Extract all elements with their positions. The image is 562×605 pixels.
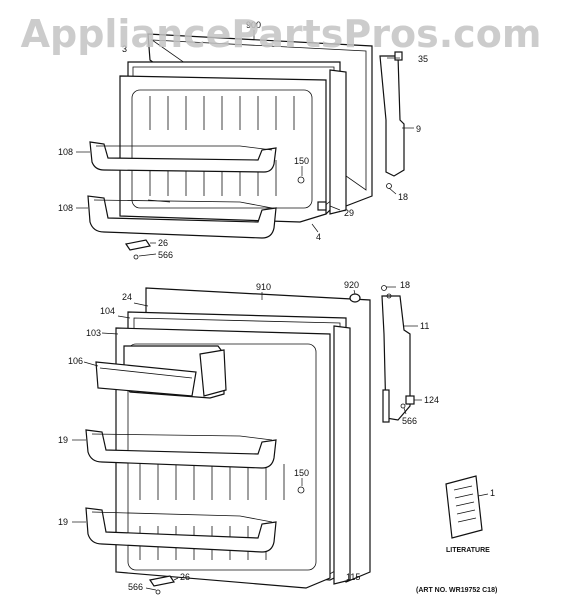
callout-103: 103 xyxy=(86,328,101,338)
callout-566-bottom: 566 xyxy=(128,582,143,592)
callout-566-right: 566 xyxy=(402,416,417,426)
plug-150-top xyxy=(297,176,305,184)
literature-label: LITERATURE xyxy=(446,547,490,554)
freezer-inner-liner xyxy=(119,75,327,223)
art-number: (ART NO. WR19752 C18) xyxy=(416,587,497,594)
callout-106: 106 xyxy=(68,356,83,366)
callout-1: 1 xyxy=(490,488,495,498)
callout-910: 910 xyxy=(256,282,271,292)
screw-566-top xyxy=(133,254,139,260)
plug-920 xyxy=(349,293,361,303)
callout-104: 104 xyxy=(100,306,115,316)
watermark-text: AppliancePartsPros.com xyxy=(20,12,542,56)
screw-18-top xyxy=(386,183,392,189)
callouts-bottom: 910 920 18 24 104 103 106 11 124 566 19 … xyxy=(58,280,439,592)
callout-19-upper: 19 xyxy=(58,435,68,445)
callout-124: 124 xyxy=(424,395,439,405)
callout-3: 3 xyxy=(122,44,127,54)
freezer-side-strip xyxy=(329,69,347,215)
callout-9: 9 xyxy=(416,124,421,134)
freezer-door-assembly xyxy=(87,33,405,260)
callout-108-lower: 108 xyxy=(58,203,73,213)
callout-150-top: 150 xyxy=(294,156,309,166)
callout-115: 115 xyxy=(346,572,360,582)
callout-566-top: 566 xyxy=(158,250,173,260)
screw-566-bottom xyxy=(155,589,161,595)
callouts-top: 900 3 35 9 108 108 150 29 18 4 26 566 xyxy=(58,20,428,260)
clip-124 xyxy=(405,395,415,405)
callout-11: 11 xyxy=(420,321,429,331)
freezer-shelf-upper xyxy=(89,141,277,173)
literature-booklet: 1 LITERATURE xyxy=(445,475,495,554)
callout-18-bottom: 18 xyxy=(400,280,410,290)
callout-108-upper: 108 xyxy=(58,147,73,157)
callout-900: 900 xyxy=(246,20,261,30)
callout-35: 35 xyxy=(418,54,428,64)
plug-150-bottom xyxy=(297,486,305,494)
screw-18-bottom xyxy=(381,285,387,291)
callout-29: 29 xyxy=(344,208,354,218)
callout-920: 920 xyxy=(344,280,359,290)
callout-19-lower: 19 xyxy=(58,517,68,527)
callout-26-bottom: 26 xyxy=(180,572,190,582)
fresh-shelf-lower xyxy=(85,507,277,553)
fresh-handle xyxy=(381,295,411,421)
fresh-shelf-upper xyxy=(85,429,277,469)
cap-35 xyxy=(394,51,403,61)
freezer-shelf-lower xyxy=(87,195,277,239)
callout-18-top: 18 xyxy=(398,192,408,202)
fresh-food-door-assembly xyxy=(85,285,415,595)
callout-24: 24 xyxy=(122,292,132,302)
callout-150-bottom: 150 xyxy=(294,468,309,478)
callout-26-top: 26 xyxy=(158,238,168,248)
dairy-compartment xyxy=(95,345,227,399)
hinge-pin-26-top xyxy=(125,239,151,251)
callout-4: 4 xyxy=(316,232,321,242)
handle-bracket xyxy=(382,389,390,423)
fresh-side-strip xyxy=(333,325,351,585)
hinge-pin-26-bottom xyxy=(149,575,175,587)
screw-566-bottom-right xyxy=(400,403,406,409)
freezer-handle xyxy=(379,55,405,177)
